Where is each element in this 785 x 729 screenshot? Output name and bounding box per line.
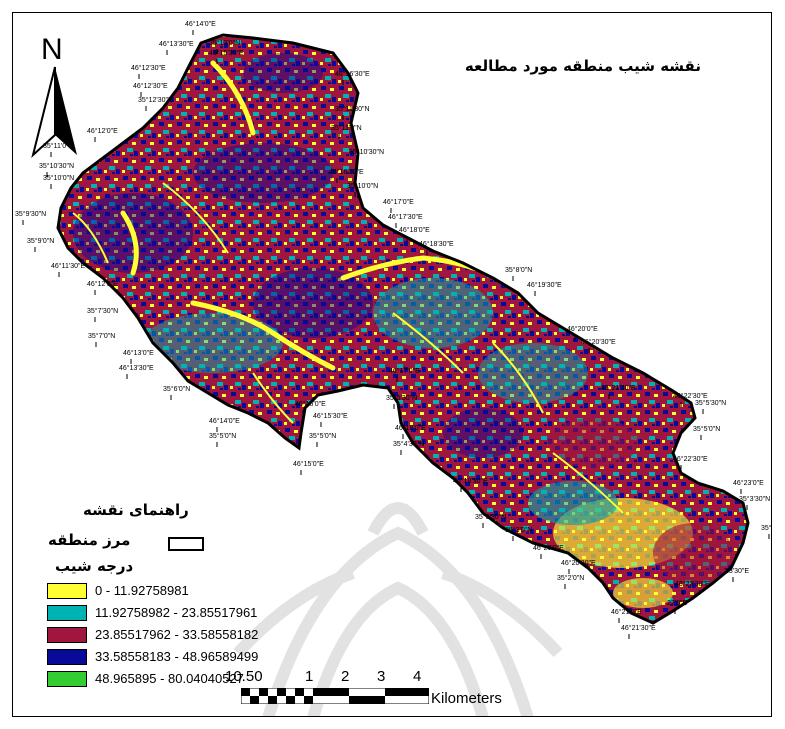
legend-title: راهنمای نقشه <box>83 501 189 519</box>
coordinate-label: 35°10'0"N <box>347 183 379 190</box>
coordinate-label: 35°10'30"N <box>39 163 75 170</box>
coordinate-label: 35°7'0"N <box>88 333 116 340</box>
legend-swatch <box>47 583 87 599</box>
coordinate-label: 46°20'0"E <box>533 545 564 552</box>
legend-class-label: 0 - 11.92758981 <box>95 583 189 598</box>
slope-map <box>22 30 770 639</box>
coordinate-label: 46°14'0"E <box>185 21 216 28</box>
legend-swatch <box>47 671 87 687</box>
map-title: نقشه شیب منطقه مورد مطالعه <box>464 57 701 75</box>
coordinate-label: 46°13'0"E <box>123 350 154 357</box>
legend-slope-title: درجه شیب <box>55 557 134 575</box>
coordinate-label: 46°16'30"E <box>335 71 370 78</box>
coordinate-label: 46°15'0"E <box>293 461 324 468</box>
coordinate-label: 46°23'0"E <box>733 480 764 487</box>
coordinate-label: 35°6'0"N <box>163 386 191 393</box>
north-arrow-icon <box>31 66 77 158</box>
coordinate-label: 46°17'30"E <box>388 214 423 221</box>
coordinate-label: 35°3'0"N <box>505 527 533 534</box>
coordinate-label: 46°18'30"E <box>419 241 454 248</box>
coordinate-label: 46°17'0"E <box>383 199 414 206</box>
coordinate-label: 46°18'30"E <box>453 478 488 485</box>
coordinate-label: 35°11'30"N <box>335 106 370 113</box>
coordinate-label: 35°10'30"N <box>349 149 385 156</box>
coordinate-label: 46°16'30"E <box>329 169 364 176</box>
watermark-emblem <box>233 502 563 716</box>
scale-label: 1 <box>305 668 314 685</box>
coordinate-label: 46°20'0"E <box>567 326 598 333</box>
coordinate-label: 35°7'30"N <box>87 308 119 315</box>
coordinate-label: 35°4'30"N <box>393 441 425 448</box>
coordinate-label: 35°5'30"N <box>386 395 418 402</box>
coordinate-label: 46°15'30"E <box>209 50 244 57</box>
scale-unit: Kilometers <box>431 690 502 707</box>
coordinate-label: 35°3'0"N <box>761 525 772 532</box>
coordinate-label: 46°21'30"E <box>621 625 656 632</box>
coordinate-label: 35°10'0"N <box>43 175 75 182</box>
north-label: N <box>41 33 63 66</box>
coordinate-label: 46°22'30"E <box>673 456 708 463</box>
scale-label: 10.50 <box>225 668 263 685</box>
coordinate-label: 35°9'30"N <box>15 211 47 218</box>
coordinate-label: 46°12'0"E <box>87 128 118 135</box>
coordinate-label: 46°14'0"E <box>209 418 240 425</box>
legend-boundary-label: مرز منطقه <box>48 531 131 549</box>
scale-label: 4 <box>413 668 422 685</box>
legend-class-label: 11.92758982 - 23.85517961 <box>95 605 258 620</box>
coordinate-label: 46°22'30"E <box>673 393 708 400</box>
coordinate-label: 35°5'30"N <box>695 400 727 407</box>
coordinate-label: 46°16'0"E <box>295 401 326 408</box>
coordinate-label: 35°9'0"N <box>27 238 55 245</box>
legend-class-label: 33.58558183 - 48.96589499 <box>95 649 259 664</box>
legend-swatch <box>47 605 87 621</box>
legend-swatch <box>47 649 87 665</box>
coordinate-label: 46°17'0"E <box>389 368 420 375</box>
legend-class-label: 48.965895 - 80.04040527 <box>95 671 244 686</box>
coordinate-label: 35°8'0"N <box>505 267 533 274</box>
coordinate-label: 46°11'30"E <box>51 263 86 270</box>
coordinate-label: 46°12'30"E <box>133 83 168 90</box>
coordinate-label: 22'0"E <box>667 600 688 607</box>
coordinate-label: 35°3'30"N <box>739 496 771 503</box>
scale-bar <box>241 688 429 704</box>
coordinate-label: 46°18'0"E <box>395 425 426 432</box>
coordinate-label: 23'30"E <box>725 568 750 575</box>
coordinate-label: 46°12'30"E <box>131 65 166 72</box>
coordinate-label: 46°20'30"E <box>561 560 596 567</box>
boundary-swatch <box>168 537 204 551</box>
coordinate-label: 46°13'30"E <box>159 41 194 48</box>
scale-label: 3 <box>377 668 386 685</box>
coordinate-label: 35°5'0"N <box>309 433 337 440</box>
coordinate-label: 35°3'30"N <box>475 514 507 521</box>
legend-swatch <box>47 627 87 643</box>
coordinate-label: 35°5'0"N <box>693 426 721 433</box>
coordinate-label: 46°13'30"E <box>119 365 154 372</box>
map-frame: N نقشه شیب منطقه مورد مطالعه 46°14'0"E 46… <box>12 12 772 717</box>
coordinate-label: 46°21'30"E <box>601 385 636 392</box>
legend-class-label: 23.85517962 - 33.58558182 <box>95 627 259 642</box>
coordinate-label: 46°12'0"E <box>87 281 118 288</box>
coordinate-label: 35°13'0"N <box>209 40 241 47</box>
coordinate-label: 35°11'0"N <box>331 125 362 132</box>
coordinate-label: 46°19'30"E <box>527 282 562 289</box>
coordinate-label: 46°22'30"E <box>675 581 710 588</box>
coordinate-label: 46°20'30"E <box>581 339 616 346</box>
coordinate-label: 46°15'30"E <box>313 413 348 420</box>
scale-label: 2 <box>341 668 350 685</box>
coordinate-label: 46°18'0"E <box>399 227 430 234</box>
coordinate-label: 35°5'0"N <box>209 433 237 440</box>
coordinate-label: 35°2'0"N <box>557 575 585 582</box>
coordinate-label: 35°12'30"N <box>138 97 174 104</box>
coordinate-label: 46°21'0"E <box>611 609 642 616</box>
coordinate-label: 35°11'0"N <box>43 143 74 150</box>
